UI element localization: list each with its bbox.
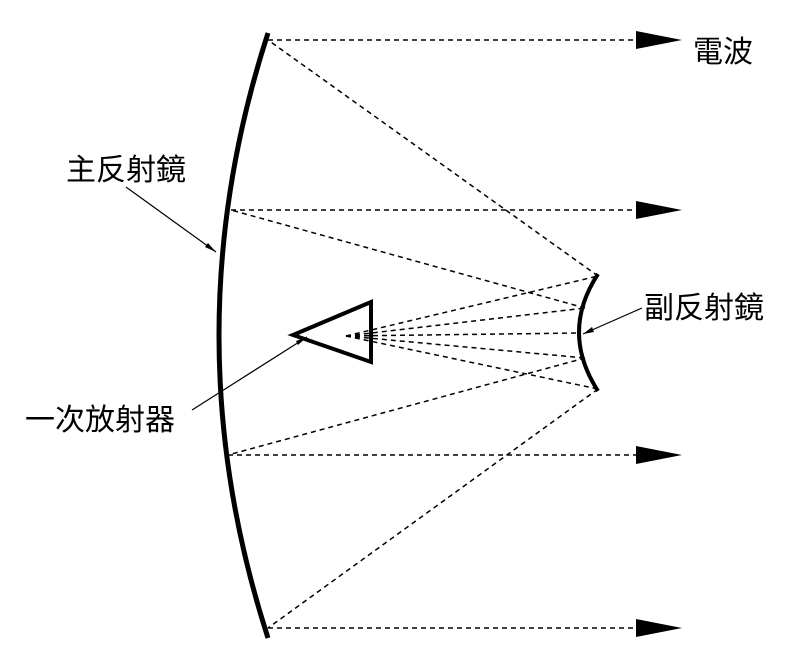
sub-reflector — [577, 272, 600, 393]
sub-reflector-label: 副反射鏡 — [644, 291, 764, 326]
feed-rays — [345, 275, 599, 390]
wave-arrowheads — [636, 31, 682, 637]
arrowhead — [636, 201, 682, 219]
arrowhead — [636, 619, 682, 637]
outgoing-waves — [228, 39, 640, 629]
leader-lines — [125, 186, 643, 411]
main-reflector-label: 主反射鏡 — [66, 153, 186, 188]
arrowhead — [636, 31, 682, 49]
arrowhead — [636, 446, 682, 464]
primary-radiator — [287, 298, 373, 365]
reflected-rays — [227, 39, 599, 629]
primary-radiator-label: 一次放射器 — [25, 403, 175, 438]
main-reflector — [216, 32, 271, 639]
wave-label: 電波 — [693, 35, 753, 70]
